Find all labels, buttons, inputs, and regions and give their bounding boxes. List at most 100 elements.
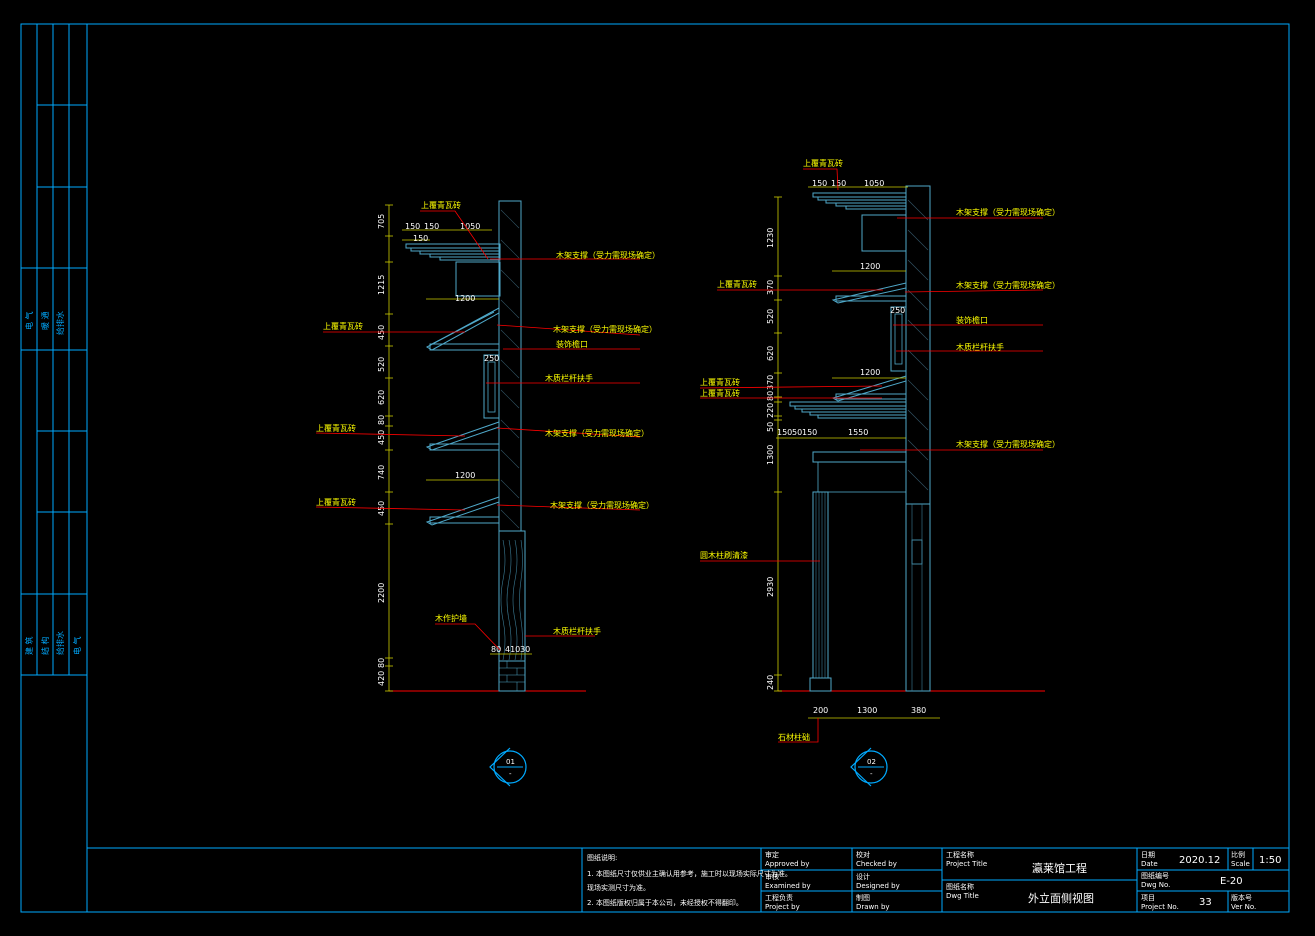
- railing-inner: [487, 361, 496, 413]
- dim-text: 1300: [766, 445, 775, 465]
- dim-text: 1200: [860, 368, 880, 377]
- canopy: [831, 282, 907, 304]
- section-number: 02: [867, 758, 876, 766]
- dim-text: 520: [766, 309, 775, 324]
- callout-label: 木架支撑（受力需现场确定）: [545, 428, 649, 438]
- dim-text: 80: [491, 645, 501, 654]
- railing: [483, 354, 500, 419]
- note-1: 1. 本图纸尺寸仅供业主确认用参考，施工时以现场实际尺寸为准。: [587, 869, 792, 878]
- roof-top: [405, 243, 501, 297]
- dim-text: 1550: [848, 428, 868, 437]
- date-label-en: Date: [1141, 860, 1158, 868]
- ver-label-en: Ver No.: [1231, 903, 1256, 911]
- examined-label: 审核: [765, 872, 779, 881]
- callout-label: 木架支撑（受力需现场确定）: [550, 500, 654, 510]
- drawn-label-en: Drawn by: [856, 903, 890, 911]
- dim-text: 150: [405, 222, 420, 231]
- dim-text: 150: [831, 179, 846, 188]
- callout-label: 木架支撑（受力需现场确定）: [956, 280, 1060, 290]
- examined-label-en: Examined by: [765, 882, 811, 890]
- scale-value: 1:50: [1259, 855, 1281, 866]
- project-no-label: 项目: [1141, 894, 1155, 902]
- dim-text: 1050: [864, 179, 884, 188]
- callout-label: 石材柱础: [778, 732, 810, 742]
- dwg-no-label-en: Dwg No.: [1141, 881, 1170, 889]
- approved-label: 审定: [765, 850, 779, 859]
- callout-label: 上覆青瓦砖: [316, 423, 356, 433]
- strip-label: 电 气: [72, 636, 82, 655]
- project-title-value: 瀛莱馆工程: [1032, 861, 1087, 875]
- roof-top: [812, 192, 907, 252]
- dim-text: 1215: [377, 275, 386, 295]
- elevation-1: 705 1215 450 520 620 80 450 740 450 2200…: [315, 200, 660, 787]
- outer-frame: [20, 23, 1290, 913]
- dim-text: 80: [377, 658, 386, 668]
- dim-text: 420: [377, 671, 386, 686]
- section-marker: 01 -: [489, 747, 527, 787]
- callout-label: 上覆青瓦砖: [323, 321, 363, 331]
- callout-label: 木架支撑（受力需现场确定）: [556, 250, 660, 260]
- drawn-label: 制图: [856, 893, 870, 902]
- dim-text: 50: [792, 428, 802, 437]
- canopy: [425, 496, 500, 526]
- dim-text: 520: [377, 357, 386, 372]
- dim-text: 380: [911, 706, 926, 715]
- railing: [890, 306, 907, 372]
- dim-text: 150: [812, 179, 827, 188]
- dwg-title-value: 外立面侧视图: [1028, 891, 1094, 905]
- brick-base: [498, 660, 526, 692]
- callout-label: 木架支撑（受力需现场确定）: [956, 439, 1060, 449]
- callout-label: 上覆青瓦砖: [421, 200, 461, 210]
- checked-label: 校对: [856, 850, 870, 859]
- project-no-value: 33: [1199, 897, 1212, 908]
- dim-text: 620: [377, 390, 386, 405]
- dim-text: 1200: [455, 294, 475, 303]
- callout-label: 上覆青瓦砖: [316, 497, 356, 507]
- checked-label-en: Checked by: [856, 860, 897, 868]
- canopy: [425, 421, 500, 451]
- section-sheet: -: [870, 770, 873, 778]
- callout-label: 木架支撑（受力需现场确定）: [956, 207, 1060, 217]
- dim-text: 1050: [460, 222, 480, 231]
- dim-text: 150: [424, 222, 439, 231]
- round-timber-column: [812, 491, 829, 679]
- callout-label: 装饰檐口: [956, 315, 988, 325]
- ver-label: 版本号: [1231, 893, 1252, 902]
- designed-label-en: Designed by: [856, 882, 900, 890]
- dim-text: 620: [766, 346, 775, 361]
- designed-label: 设计: [856, 872, 870, 881]
- callout-label: 上覆青瓦砖: [700, 388, 740, 398]
- stone-column-base: [809, 677, 832, 692]
- dim-text: 740: [377, 465, 386, 480]
- date-value: 2020.12: [1179, 855, 1220, 866]
- callout-label: 木质栏杆扶手: [553, 626, 601, 636]
- timber-column: [498, 530, 526, 662]
- dim-text: 1300: [857, 706, 877, 715]
- canopy: [831, 375, 907, 402]
- title-block: [87, 847, 1289, 912]
- canopy: [425, 307, 500, 351]
- dim-text: 250: [484, 354, 499, 363]
- dim-text: 80: [377, 415, 386, 425]
- dim-text: 80: [766, 391, 775, 401]
- dim-text: 410: [505, 645, 520, 654]
- dim-text: 705: [377, 214, 386, 229]
- roof-lower: [789, 401, 907, 419]
- approved-label-en: Approved by: [765, 860, 809, 868]
- title-block-text: 图纸说明: 1. 本图纸尺寸仅供业主确认用参考，施工时以现场实际尺寸为准。 现场…: [587, 850, 1281, 911]
- dim-text: 150: [413, 234, 428, 243]
- callout-label: 木作护墙: [435, 613, 467, 623]
- dim-text: 240: [766, 675, 775, 690]
- dim-text: 2200: [377, 583, 386, 603]
- dim-text: 150: [802, 428, 817, 437]
- notes-title: 图纸说明:: [587, 853, 617, 862]
- section-marker: 02 -: [850, 747, 888, 787]
- strip-label: 暖 通: [40, 311, 50, 330]
- dim-text: 450: [377, 430, 386, 445]
- strip-label: 给排水: [55, 631, 65, 655]
- dwg-title-label: 图纸名称: [946, 882, 974, 891]
- callout-label: 木架支撑（受力需现场确定）: [553, 324, 657, 334]
- callout-label: 木质栏杆扶手: [545, 373, 593, 383]
- dim-text: 150: [777, 428, 792, 437]
- dim-text: 1200: [860, 262, 880, 271]
